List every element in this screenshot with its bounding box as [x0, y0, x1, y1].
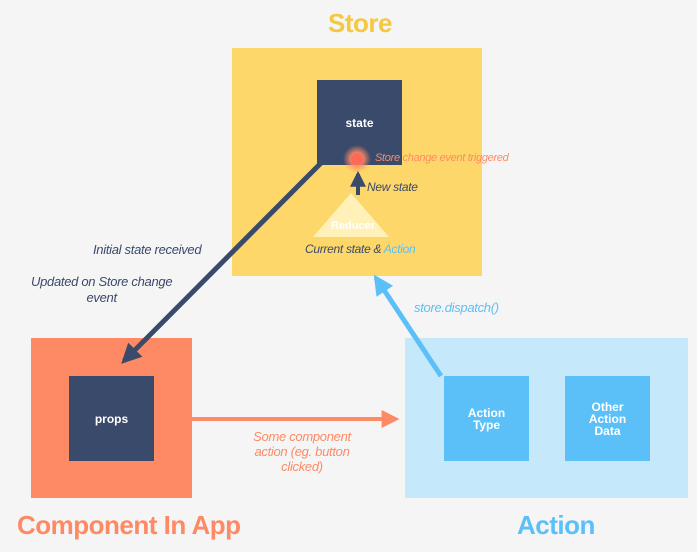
props-box: props: [69, 376, 154, 461]
reducer-shape: [313, 193, 389, 237]
initial-state-label: Initial state received: [93, 242, 202, 257]
other-data-line1: Other: [591, 399, 624, 414]
action-title: Action: [517, 510, 595, 540]
component-title: Component In App: [17, 510, 241, 540]
updated-line1: Updated on Store change: [31, 274, 173, 289]
other-data-line2: Action: [588, 411, 627, 426]
current-state-action: Action: [383, 242, 416, 256]
updated-label: Updated on Store change event: [31, 274, 173, 306]
component-action-line1: Some component: [253, 429, 351, 444]
component-action-line3: clicked): [281, 459, 323, 474]
new-state-label: New state: [367, 180, 418, 194]
state-label: state: [345, 115, 374, 130]
updated-line2: event: [86, 290, 117, 305]
other-data-line3: Data: [594, 423, 621, 438]
action-type-box: Action Type: [444, 376, 529, 461]
action-type-line2: Type: [472, 417, 501, 432]
component-action-line2: action (eg. button: [254, 444, 350, 459]
store-title: Store: [328, 8, 392, 38]
reducer-label: Reducer: [331, 220, 376, 232]
arrow-state-to-props: [121, 160, 324, 364]
other-action-data-box: Other Action Data: [565, 376, 650, 461]
current-state-label: Current state & Action: [305, 242, 416, 256]
event-label: Store change event triggered: [375, 152, 509, 164]
props-label: props: [94, 411, 129, 426]
current-state-text: Current state &: [305, 242, 384, 256]
component-action-label: Some component action (eg. button clicke…: [231, 429, 373, 474]
dispatch-label: store.dispatch(): [414, 300, 499, 315]
action-type-line1: Action: [467, 405, 506, 420]
arrow-dispatch: [373, 274, 444, 378]
